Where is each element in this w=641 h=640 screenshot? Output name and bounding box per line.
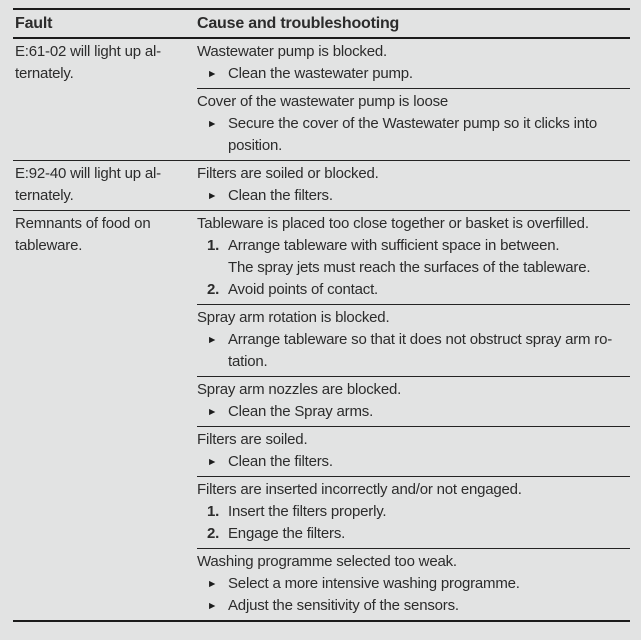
step-text: Avoid points of contact. <box>228 281 379 298</box>
step-item: ► Clean the Spray arms. <box>197 401 630 423</box>
troubleshooting-table: Fault Cause and troubleshooting E:61-02 … <box>13 8 630 622</box>
arrow-bullet-icon: ► <box>207 578 218 590</box>
fault-cell: Remnants of food on tableware. <box>15 215 151 254</box>
step-item: ► Clean the wastewater pump. <box>197 63 630 85</box>
step-text: Secure the cover of the Wastewater pump … <box>228 115 598 154</box>
cause-text: Tableware is placed too close together o… <box>197 215 589 232</box>
step-text: Arrange tableware with sufficient space … <box>228 237 591 276</box>
step-item: 1. Insert the filters properly. <box>197 501 630 523</box>
cause-cell: Wastewater pump is blocked. ► Clean the … <box>197 39 630 160</box>
step-item: 1. Arrange tableware with sufficient spa… <box>197 235 630 279</box>
step-item: ► Clean the filters. <box>197 185 630 207</box>
step-number-marker: 2. <box>207 525 220 542</box>
fault-row: E:61-02 will light up al- ternately. Was… <box>13 39 630 160</box>
cause-block: Filters are soiled. ► Clean the filters. <box>197 426 630 476</box>
arrow-bullet-icon: ► <box>207 406 218 418</box>
cause-text: Wastewater pump is blocked. <box>197 43 387 60</box>
step-text: Clean the filters. <box>228 453 333 470</box>
step-item: ► Select a more intensive washing progra… <box>197 573 630 595</box>
step-text: Adjust the sensitivity of the sensors. <box>228 597 459 614</box>
step-text: Insert the filters properly. <box>228 503 387 520</box>
step-text: Clean the wastewater pump. <box>228 65 413 82</box>
step-text: Clean the Spray arms. <box>228 403 374 420</box>
step-item: 2. Engage the filters. <box>197 523 630 545</box>
step-text: Engage the filters. <box>228 525 346 542</box>
cause-block: Spray arm rotation is blocked. ► Arrange… <box>197 304 630 376</box>
fault-cell: E:61-02 will light up al- ternately. <box>15 43 161 82</box>
fault-row: Remnants of food on tableware. Tableware… <box>13 210 630 620</box>
cause-text: Filters are soiled or blocked. <box>197 165 379 182</box>
arrow-bullet-icon: ► <box>207 118 218 130</box>
arrow-bullet-icon: ► <box>207 600 218 612</box>
step-item: ► Secure the cover of the Wastewater pum… <box>197 113 630 157</box>
column-header-cause: Cause and troubleshooting <box>197 15 400 32</box>
fault-cell: E:92-40 will light up al- ternately. <box>15 165 161 204</box>
fault-row: E:92-40 will light up al- ternately. Fil… <box>13 160 630 210</box>
cause-cell: Tableware is placed too close together o… <box>197 211 630 620</box>
cause-text: Spray arm nozzles are blocked. <box>197 381 402 398</box>
arrow-bullet-icon: ► <box>207 456 218 468</box>
step-item: ► Clean the filters. <box>197 451 630 473</box>
step-item: ► Adjust the sensitivity of the sensors. <box>197 595 630 617</box>
cause-block: Cover of the wastewater pump is loose ► … <box>197 88 630 160</box>
cause-block: Tableware is placed too close together o… <box>197 211 630 304</box>
cause-text: Washing programme selected too weak. <box>197 553 457 570</box>
arrow-bullet-icon: ► <box>207 68 218 80</box>
step-number-marker: 1. <box>207 237 220 254</box>
arrow-bullet-icon: ► <box>207 190 218 202</box>
cause-block: Spray arm nozzles are blocked. ► Clean t… <box>197 376 630 426</box>
cause-text: Cover of the wastewater pump is loose <box>197 93 449 110</box>
arrow-bullet-icon: ► <box>207 334 218 346</box>
cause-block: Washing programme selected too weak. ► S… <box>197 548 630 620</box>
step-text: Clean the filters. <box>228 187 333 204</box>
cause-text: Filters are inserted incorrectly and/or … <box>197 481 522 498</box>
cause-block: Filters are soiled or blocked. ► Clean t… <box>197 161 630 210</box>
step-text: Arrange tableware so that it does not ob… <box>228 331 613 370</box>
column-header-fault: Fault <box>15 15 53 32</box>
step-item: 2. Avoid points of contact. <box>197 279 630 301</box>
cause-cell: Filters are soiled or blocked. ► Clean t… <box>197 161 630 210</box>
table-header-row: Fault Cause and troubleshooting <box>13 10 630 39</box>
cause-text: Spray arm rotation is blocked. <box>197 309 390 326</box>
step-text: Select a more intensive washing programm… <box>228 575 520 592</box>
step-number-marker: 1. <box>207 503 220 520</box>
step-number-marker: 2. <box>207 281 220 298</box>
cause-block: Wastewater pump is blocked. ► Clean the … <box>197 39 630 88</box>
cause-block: Filters are inserted incorrectly and/or … <box>197 476 630 548</box>
step-item: ► Arrange tableware so that it does not … <box>197 329 630 373</box>
cause-text: Filters are soiled. <box>197 431 308 448</box>
